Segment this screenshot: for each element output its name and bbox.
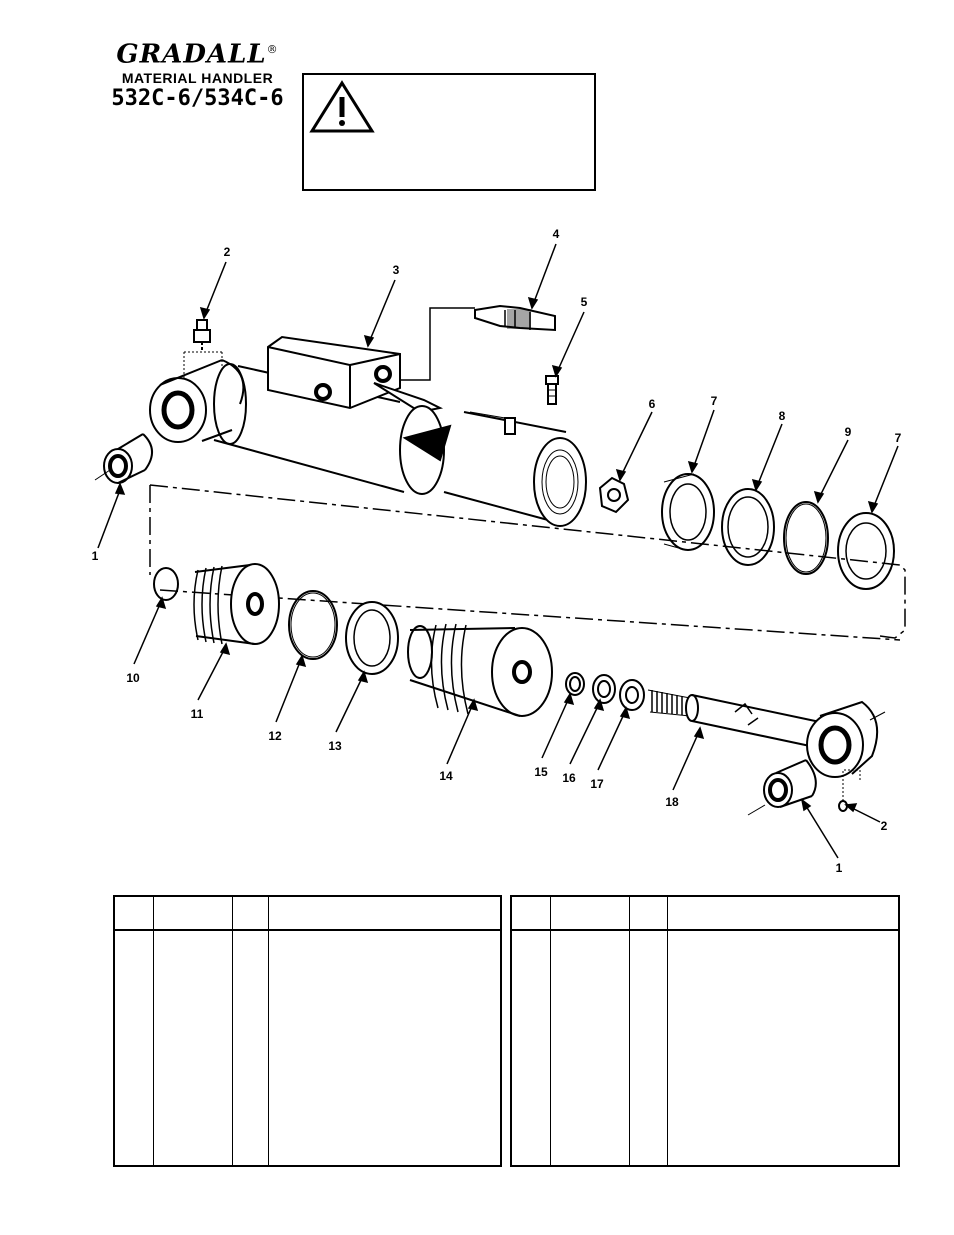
table-row <box>510 930 900 1166</box>
callout-11: 11 <box>191 707 204 721</box>
model-number: 532C-6/534C-6 <box>111 85 284 111</box>
callout-18: 18 <box>665 795 679 809</box>
callout-15: 15 <box>534 765 548 779</box>
part-14-piston-head <box>407 623 553 717</box>
parts-table-left <box>113 895 502 1167</box>
callout-10: 10 <box>126 671 140 685</box>
callout-13: 13 <box>328 739 342 753</box>
column-header <box>510 896 551 931</box>
warning-triangle-icon <box>309 80 375 133</box>
callout-8: 8 <box>779 409 786 423</box>
part-17-collar <box>619 679 645 711</box>
callout-16: 16 <box>562 771 576 785</box>
callout-3: 3 <box>393 263 400 277</box>
part-13-wear-ring <box>345 601 399 675</box>
part-7-bearing-ring-2 <box>837 512 895 590</box>
column-header <box>231 896 269 931</box>
callout-7: 7 <box>711 394 718 408</box>
callout-2: 2 <box>224 245 231 259</box>
callout-12: 12 <box>268 729 282 743</box>
part-16-spacer <box>592 674 616 704</box>
part-6-lock-nut <box>598 476 630 514</box>
part-1-bushing-bottom <box>747 759 817 816</box>
rod-end-eye <box>806 700 886 778</box>
table-header-row <box>113 896 502 931</box>
callout-5: 5 <box>581 295 588 309</box>
part-4-relief-valve <box>474 304 556 332</box>
callout-1b: 1 <box>836 861 843 875</box>
table-header-row <box>510 896 900 931</box>
callout-6: 6 <box>649 397 656 411</box>
part-8-seal-ring <box>721 488 775 566</box>
column-header <box>628 896 668 931</box>
brand-logo: GRADALL® <box>116 39 279 70</box>
callout-14: 14 <box>439 769 453 783</box>
callout-17: 17 <box>590 777 604 791</box>
brand-header: GRADALL® MATERIAL HANDLER 532C-6/534C-6 <box>105 36 290 111</box>
part-15-washer <box>565 672 585 696</box>
column-header <box>267 896 502 931</box>
part-11-piston <box>193 563 280 645</box>
column-header <box>666 896 900 931</box>
part-10-disc <box>153 567 179 601</box>
product-subtitle: MATERIAL HANDLER <box>121 69 274 86</box>
part-18-piston-rod <box>647 689 821 747</box>
callout-4: 4 <box>553 227 560 241</box>
part-9-o-ring <box>783 501 829 575</box>
callout-2b: 2 <box>881 819 888 833</box>
parts-table-right <box>510 895 900 1167</box>
callout-7b: 7 <box>895 431 902 445</box>
callout-1: 1 <box>92 549 99 563</box>
warning-box <box>302 73 596 191</box>
column-header <box>549 896 630 931</box>
part-7-bearing-ring <box>661 473 715 551</box>
part-1-bushing-top <box>103 433 153 484</box>
column-header <box>152 896 233 931</box>
exploded-cylinder-diagram: 1 2 3 4 5 6 7 8 9 7 10 11 12 13 14 15 16… <box>92 227 906 875</box>
cylinder-sleeve <box>399 405 587 527</box>
callout-9: 9 <box>845 425 852 439</box>
part-3-valve-block <box>267 307 475 414</box>
part-5-bolt <box>545 375 559 405</box>
part-12-o-ring <box>288 590 338 660</box>
column-header <box>113 896 154 931</box>
table-row <box>113 930 502 1166</box>
